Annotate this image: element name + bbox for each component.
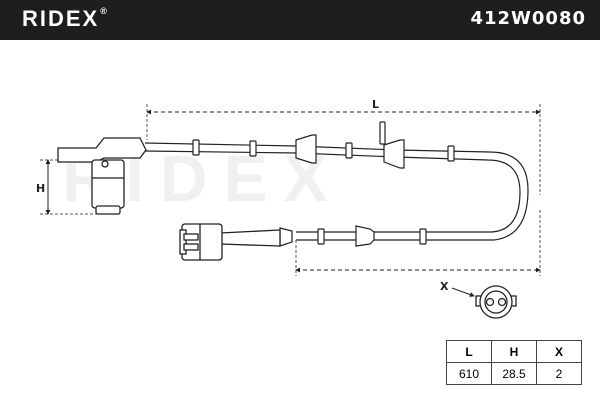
connector-face-view bbox=[475, 285, 517, 319]
height-label: H bbox=[36, 182, 45, 195]
spec-value-pins: 2 bbox=[536, 362, 582, 385]
spec-value-height: 28.5 bbox=[491, 362, 537, 385]
spec-table: L H X 610 28.5 2 bbox=[446, 340, 582, 385]
spec-header-height: H bbox=[491, 340, 537, 363]
cable-clips bbox=[192, 121, 455, 247]
brand-name: RIDEX bbox=[22, 6, 100, 31]
connector-plug bbox=[179, 223, 281, 261]
spec-value-length: 610 bbox=[446, 362, 492, 385]
spec-table-header-row: L H X bbox=[446, 340, 582, 363]
spec-header-length: L bbox=[446, 340, 492, 363]
connector-dimension bbox=[295, 210, 541, 276]
header-bar: RIDEX® 412W0080 bbox=[0, 0, 600, 40]
part-number: 412W0080 bbox=[470, 8, 586, 29]
registered-mark: ® bbox=[100, 6, 109, 16]
sensor-technical-drawing: L H bbox=[36, 98, 541, 319]
brand-logo: RIDEX® bbox=[22, 6, 109, 32]
sensor-head bbox=[57, 137, 147, 215]
connector-view-label: X bbox=[440, 280, 449, 293]
height-dimension bbox=[40, 159, 100, 215]
sensor-cable bbox=[144, 142, 529, 241]
spec-table-value-row: 610 28.5 2 bbox=[446, 362, 582, 385]
length-dimension bbox=[146, 104, 541, 195]
spec-header-pins: X bbox=[536, 340, 582, 363]
length-label: L bbox=[372, 98, 379, 111]
